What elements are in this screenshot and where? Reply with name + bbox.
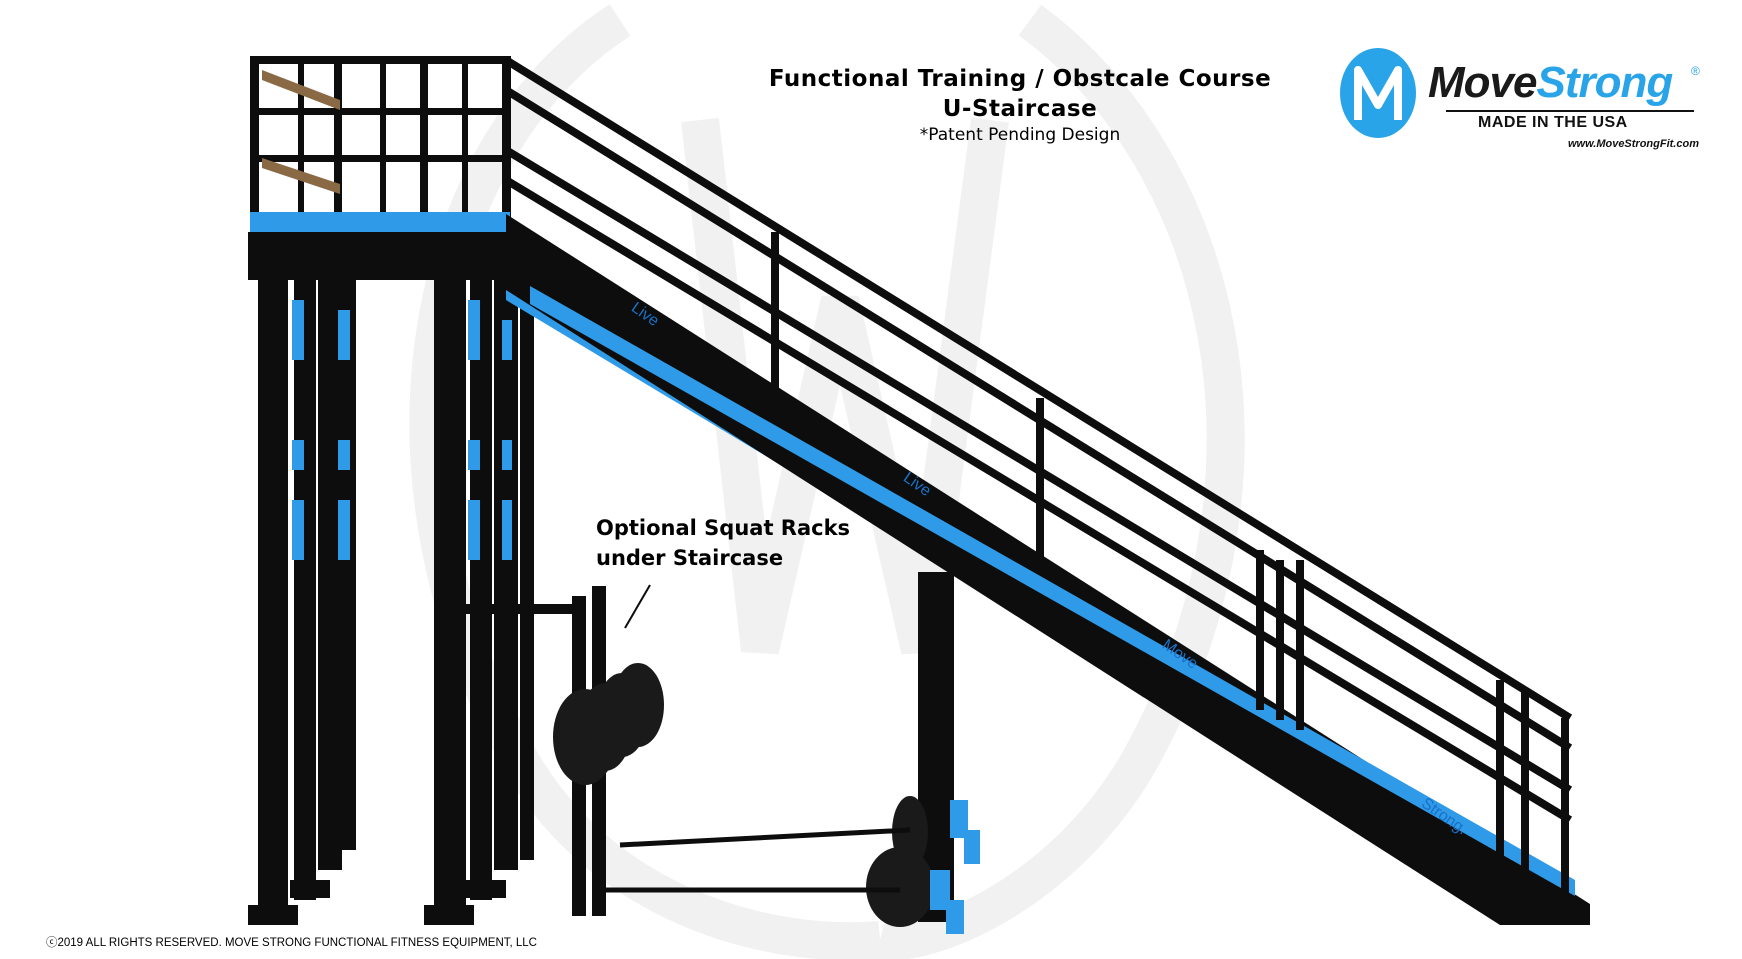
brand-url: www.MoveStrongFit.com xyxy=(1568,138,1699,150)
page-title: Functional Training / Obstcale Course xyxy=(768,66,1272,92)
barbells xyxy=(600,827,911,893)
stair-handrails xyxy=(503,56,1573,900)
squat-rack-callout: Optional Squat Racks under Staircase xyxy=(596,513,856,573)
blue-clamps xyxy=(930,800,980,934)
brand-name-move: Move xyxy=(1428,58,1537,107)
brand-tagline: MADE IN THE USA xyxy=(1478,114,1628,131)
page-subtitle-product: U-Staircase xyxy=(942,96,1098,122)
registered-mark: ® xyxy=(1691,64,1700,78)
support-posts xyxy=(248,280,534,925)
platform-railing xyxy=(250,56,511,236)
callout-line-1: Optional Squat Racks xyxy=(596,516,851,540)
brand-name: MoveStrong xyxy=(1428,58,1673,108)
callout-line-2: under Staircase xyxy=(596,546,784,570)
platform-deck xyxy=(248,212,514,280)
brand-name-strong: Strong xyxy=(1536,58,1673,107)
logo-divider xyxy=(1446,110,1694,112)
copyright-notice: ⓒ2019 ALL RIGHTS RESERVED. MOVE STRONG F… xyxy=(46,937,537,949)
weight-plates xyxy=(553,663,934,927)
callout-leader xyxy=(624,584,651,629)
patent-note: *Patent Pending Design xyxy=(919,125,1121,145)
wood-rails xyxy=(262,70,340,194)
movestrong-emblem-icon xyxy=(1340,48,1416,138)
blue-jhooks xyxy=(292,300,512,560)
